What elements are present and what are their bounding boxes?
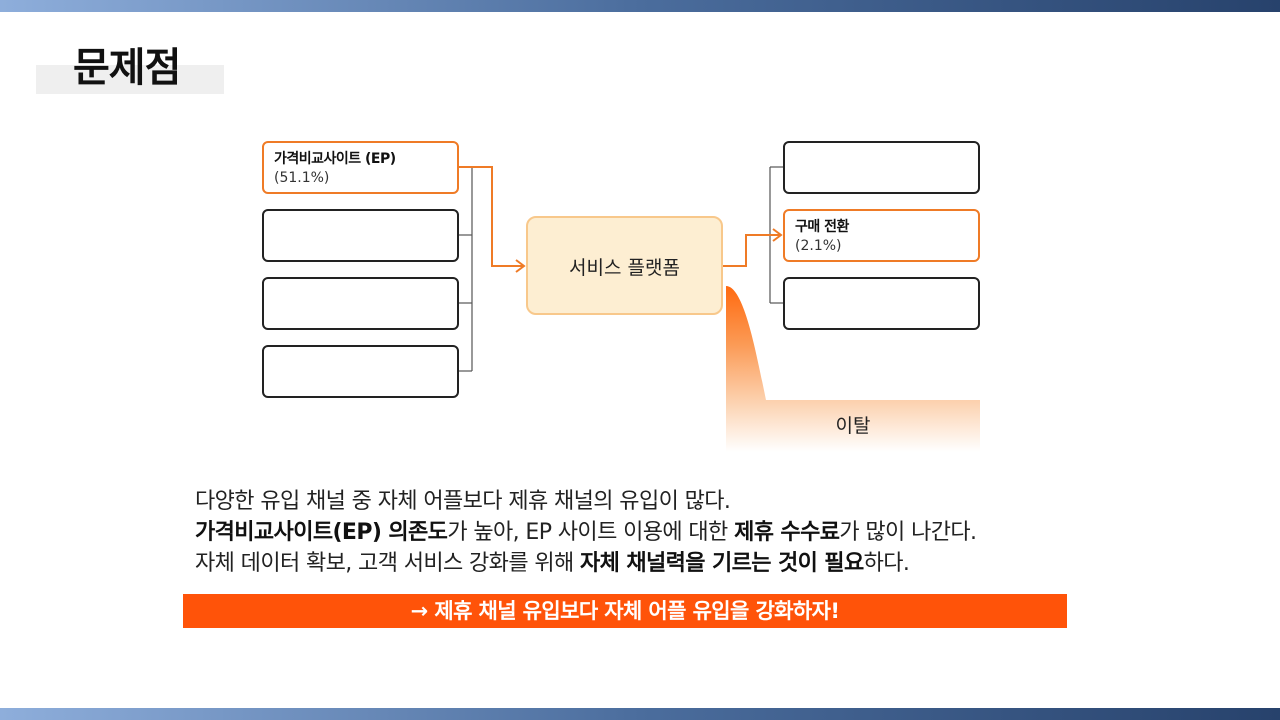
body-segment: 다양한 유입 채널 중 자체 어플보다 제휴 채널의 유입이 많다. xyxy=(195,489,731,514)
body-segment: 하다. xyxy=(863,551,910,576)
footer-bar xyxy=(0,708,1280,720)
churn-shape xyxy=(726,286,980,452)
body-line: 가격비교사이트(EP) 의존도가 높아, EP 사이트 이용에 대한 제휴 수수… xyxy=(195,517,1095,548)
ep-flow-arrow xyxy=(459,166,524,267)
body-segment: 가 많이 나간다. xyxy=(839,520,977,545)
outcome-box-conversion: 구매 전환 (2.1%) xyxy=(783,209,980,262)
platform-label: 서비스 플랫폼 xyxy=(569,257,680,279)
source-value: (51.1%) xyxy=(274,170,330,186)
body-emphasis: 자체 채널력을 기르는 것이 필요 xyxy=(580,551,864,576)
source-box xyxy=(262,345,459,398)
outcome-value: (2.1%) xyxy=(795,238,842,254)
conversion-flow-arrowhead xyxy=(772,228,783,242)
body-line: 자체 데이터 확보, 고객 서비스 강화를 위해 자체 채널력을 기르는 것이 … xyxy=(195,548,1095,579)
churn-label: 이탈 xyxy=(835,415,871,437)
source-box xyxy=(262,277,459,330)
conversion-flow-arrow xyxy=(723,234,781,267)
body-text: 다양한 유입 채널 중 자체 어플보다 제휴 채널의 유입이 많다. 가격비교사… xyxy=(195,486,1095,579)
source-box-ep: 가격비교사이트 (EP) (51.1%) xyxy=(262,141,459,194)
outcome-box xyxy=(783,277,980,330)
body-segment: 자체 데이터 확보, 고객 서비스 강화를 위해 xyxy=(195,551,581,576)
conclusion-banner: → 제휴 채널 유입보다 자체 어플 유입을 강화하자! xyxy=(183,594,1067,628)
source-label: 가격비교사이트 (EP) xyxy=(274,151,396,167)
outcome-box xyxy=(783,141,980,194)
source-box xyxy=(262,209,459,262)
body-segment: 가 높아, EP 사이트 이용에 대한 xyxy=(447,520,735,545)
page-title: 문제점 xyxy=(73,45,181,91)
ep-flow-arrowhead xyxy=(515,259,526,273)
body-emphasis: 제휴 수수료 xyxy=(734,520,840,545)
service-platform-box: 서비스 플랫폼 xyxy=(526,216,723,315)
outcome-label: 구매 전환 xyxy=(795,219,849,235)
header-bar xyxy=(0,0,1280,12)
body-line: 다양한 유입 채널 중 자체 어플보다 제휴 채널의 유입이 많다. xyxy=(195,486,1095,517)
body-emphasis: 가격비교사이트(EP) 의존도 xyxy=(195,520,448,545)
title-underlay xyxy=(36,65,224,94)
